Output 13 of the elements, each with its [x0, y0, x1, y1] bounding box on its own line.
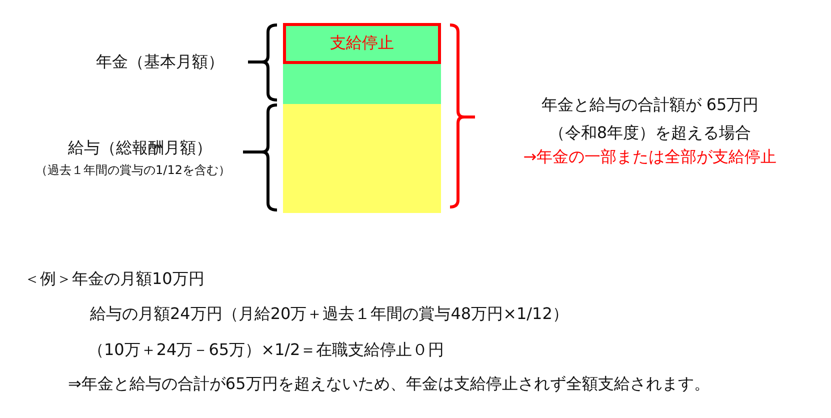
- node-label: 支給停止: [330, 33, 394, 54]
- salary-label: 給与（総報酬月額）: [68, 138, 212, 158]
- salary-note: （過去１年間の賞与の1/12を含む）: [36, 162, 230, 178]
- condition-text: 年金と給与の合計額が 65万円（令和8年度）を超える場合: [540, 94, 760, 144]
- pension-label: 年金（基本月額）: [96, 52, 224, 72]
- stop-box: [283, 23, 441, 64]
- result-text: →年金の一部または全部が支給停止: [523, 147, 777, 167]
- conclusion-text: ⇒年金と給与の合計が65万円を超えないため、年金は支給停止されず全額支給されます。: [68, 374, 710, 394]
- bar-segment: [283, 23, 441, 104]
- example-heading: ＜例＞年金の月額10万円: [24, 269, 204, 289]
- example-line: 給与の月額24万円（月給20万＋過去１年間の賞与48万円×1/12）: [90, 304, 568, 324]
- bar-segment: [283, 104, 441, 213]
- example-line: （10万＋24万－65万）×1/2＝在職支給停止０円: [88, 340, 444, 360]
